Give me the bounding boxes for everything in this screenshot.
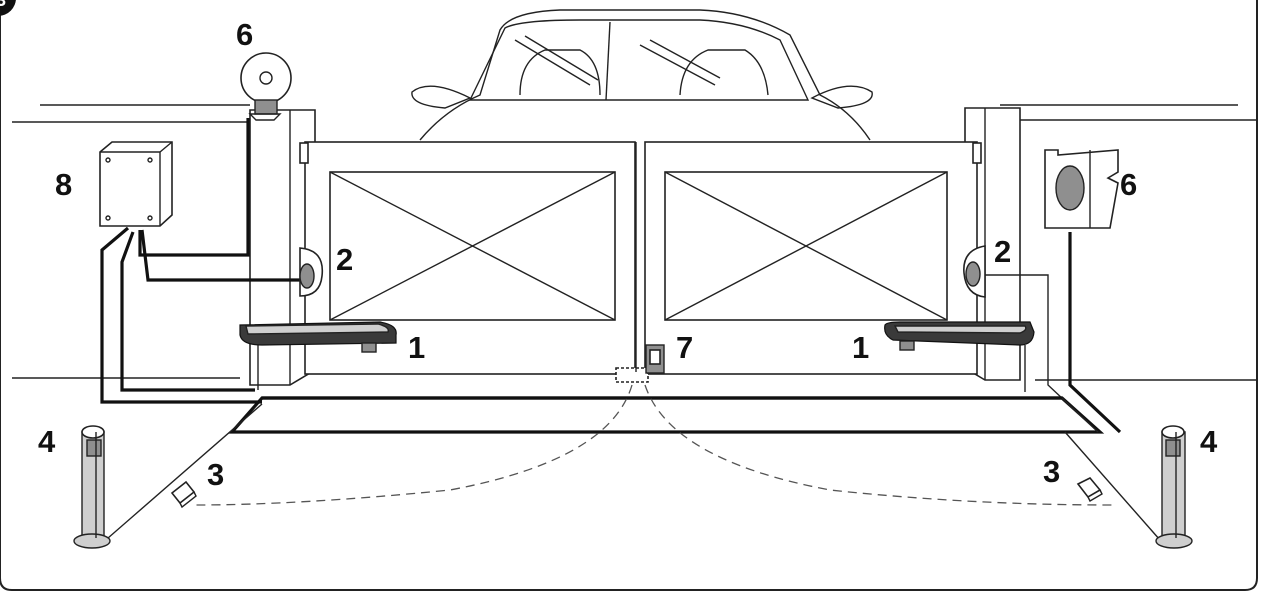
flashing-lamp-right bbox=[1044, 149, 1119, 229]
photocell-right-device bbox=[963, 245, 986, 298]
callout-reflector-right: 3 bbox=[1043, 454, 1060, 489]
control-unit-box bbox=[99, 141, 173, 227]
callout-photocell-right: 2 bbox=[994, 234, 1011, 269]
key-selector-device bbox=[635, 142, 665, 374]
cable-routes bbox=[99, 118, 1161, 546]
callout-lamp-top: 6 bbox=[236, 17, 253, 52]
gate-leaf-right bbox=[644, 141, 982, 375]
photocell-left-device bbox=[299, 247, 324, 297]
flashing-lamp-top bbox=[240, 52, 292, 121]
figure-badge: 3 bbox=[0, 0, 16, 16]
callout-lamp-right: 6 bbox=[1120, 167, 1137, 202]
callout-gearmotor-right: 1 bbox=[852, 330, 869, 365]
gearmotor-left-device bbox=[239, 321, 397, 353]
callout-post-right: 4 bbox=[1200, 424, 1218, 459]
photocell-beams bbox=[194, 367, 1113, 506]
reflector-right-device bbox=[1076, 477, 1103, 502]
callout-photocell-left: 2 bbox=[336, 242, 353, 277]
post-right-device bbox=[1155, 425, 1193, 549]
callout-post-left: 4 bbox=[38, 424, 56, 459]
callout-control-unit: 8 bbox=[55, 167, 72, 202]
ground-plan bbox=[228, 396, 1105, 434]
figure-badge-label: 3 bbox=[0, 0, 6, 10]
reflector-left-device bbox=[170, 480, 197, 509]
gearmotor-right-device bbox=[884, 321, 1035, 351]
car-outline bbox=[411, 9, 873, 141]
callout-key-selector: 7 bbox=[676, 330, 693, 365]
callout-gearmotor-left: 1 bbox=[408, 330, 425, 365]
callout-reflector-left: 3 bbox=[207, 457, 224, 492]
wall-lines bbox=[12, 104, 1257, 381]
post-left-device bbox=[73, 425, 111, 549]
